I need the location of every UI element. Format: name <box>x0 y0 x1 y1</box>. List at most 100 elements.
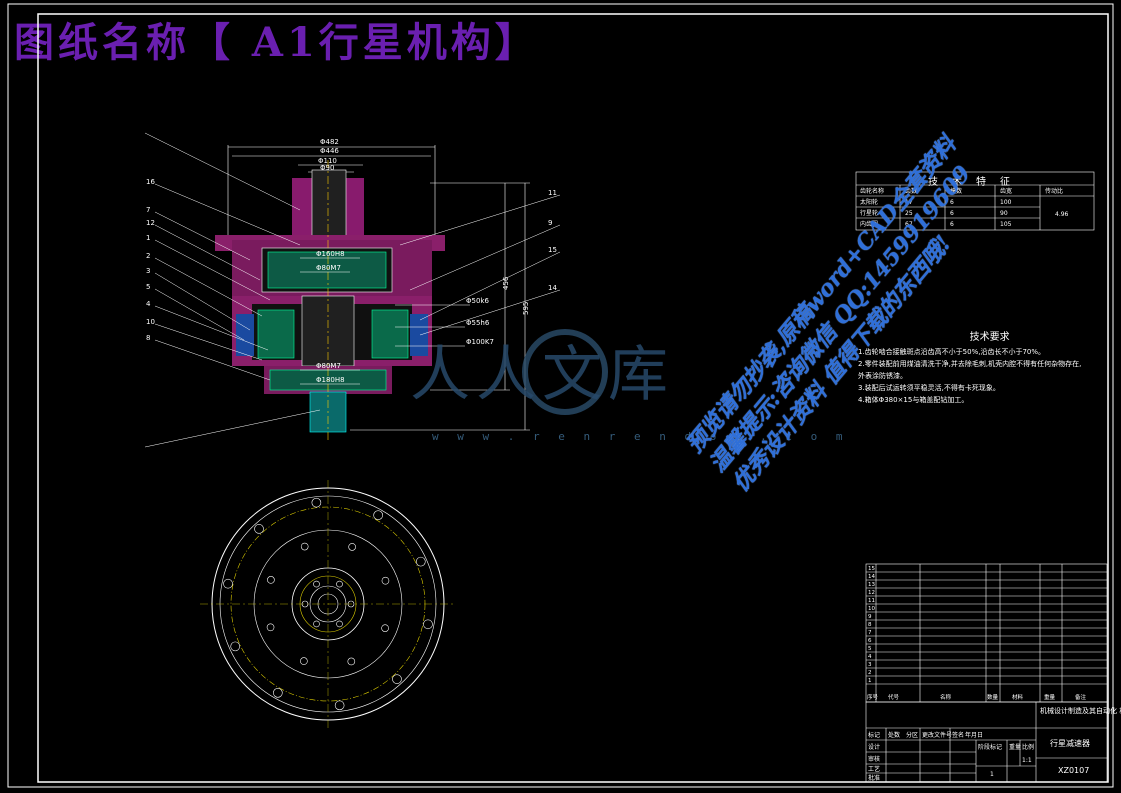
spec-cell: 67 <box>905 221 913 228</box>
callout-10: 10 <box>146 318 155 326</box>
bom-header-3: 数量 <box>987 693 999 701</box>
stage-header-0: 阶段标记 <box>978 743 1002 751</box>
bom-header-4: 材料 <box>1012 693 1024 701</box>
bolt-hole <box>336 620 343 628</box>
dim-d6: Φ80M7 <box>316 264 341 272</box>
top-view <box>200 480 456 730</box>
bom-row-number: 2 <box>868 670 872 676</box>
callout-15: 15 <box>548 246 557 254</box>
spec-cell: 25 <box>905 210 913 217</box>
scale-value: 1:1 <box>1022 757 1032 764</box>
inner-frame <box>37 13 1109 783</box>
bom-row-number: 12 <box>868 590 875 596</box>
bom-row-number: 14 <box>868 574 875 580</box>
bolt-hole <box>347 657 356 666</box>
role-3: 批准 <box>868 774 880 782</box>
dim-h1: 456 <box>502 276 510 290</box>
spec-cell-ratio: 4.96 <box>1055 211 1069 218</box>
callout-11: 11 <box>548 189 557 197</box>
bolt-hole <box>311 497 322 508</box>
tech-req-item: 3.装配后试运转须平稳灵活,不得有卡死现象。 <box>858 384 1000 392</box>
bom-row-number: 15 <box>868 566 875 572</box>
spec-cell: 6 <box>950 199 954 206</box>
spec-cell: 100 <box>1000 199 1012 206</box>
spec-cell: 内齿圈 <box>860 220 878 228</box>
bom-row-number: 5 <box>868 646 872 652</box>
bolt-hole <box>336 580 343 588</box>
watermark-url: w w w . r e n r e n d o c . c o m <box>432 430 849 443</box>
bom-header-0: 序号 <box>867 693 879 701</box>
role-2: 工艺 <box>868 765 880 773</box>
spec-table <box>855 171 1095 231</box>
dim-d11: Φ180H8 <box>316 376 345 384</box>
callout-4: 4 <box>146 300 151 308</box>
bolt-hole <box>381 576 390 585</box>
callout-12: 12 <box>146 219 155 227</box>
rev-header-5: 年月日 <box>965 731 983 739</box>
tech-req-item: 1.齿轮啮合接触斑点沿齿高不小于50%,沿齿长不小于70%。 <box>858 348 1046 356</box>
rev-header-1: 处数 <box>888 731 900 739</box>
stage-header-2: 比例 <box>1022 743 1034 751</box>
callout-3: 3 <box>146 267 150 275</box>
spec-header-2: 模数 <box>950 187 962 195</box>
spec-header-4: 传动比 <box>1045 187 1063 195</box>
dim-d1: Φ482 <box>320 138 339 146</box>
role-0: 设计 <box>868 743 880 751</box>
dim-d9: Φ100K7 <box>466 338 494 346</box>
bom-row-number: 7 <box>868 630 872 636</box>
bolt-hole <box>267 576 275 584</box>
spec-cell: 6 <box>950 210 954 217</box>
bolt-hole <box>348 543 356 551</box>
rev-header-4: 签名 <box>952 731 964 739</box>
watermark-logo: 人人文库 <box>410 329 674 415</box>
spec-cell: 105 <box>1000 221 1012 228</box>
dim-h2: 595 <box>522 302 530 315</box>
bolt-hole <box>313 620 320 628</box>
bom-row-number: 11 <box>868 598 875 604</box>
spec-cell: 太阳轮 <box>860 198 878 206</box>
callout-16: 16 <box>146 178 155 186</box>
bolt-hole <box>266 623 275 632</box>
watermark-logo-text: 人人文库 <box>410 340 674 410</box>
role-1: 审核 <box>868 755 880 763</box>
bolt-hole <box>300 542 309 551</box>
rev-header-2: 分区 <box>906 731 918 739</box>
callout-14: 14 <box>548 284 557 292</box>
front-section-view <box>144 132 561 448</box>
page-title: 图纸名称【 A1行星机构】 <box>14 19 539 66</box>
drawing-number: XZ0107 <box>1058 766 1089 775</box>
bom-row-number: 6 <box>868 638 872 644</box>
bolt-hole <box>415 556 426 567</box>
stage-header-1: 重量 <box>1009 743 1021 751</box>
bom-header-1: 代号 <box>888 693 900 701</box>
bolt-hole <box>392 674 402 684</box>
callout-9: 9 <box>548 219 552 227</box>
dim-d7: Φ50k6 <box>466 297 489 305</box>
bolt-hole <box>347 600 355 608</box>
bolt-hole <box>223 578 233 589</box>
callout-2: 2 <box>146 252 150 260</box>
spec-cell: 6 <box>950 221 954 228</box>
bolt-hole <box>373 510 383 520</box>
bolt-hole <box>230 641 241 652</box>
bolt-hole <box>423 619 433 630</box>
callout-5: 5 <box>146 283 150 291</box>
bolt-hole <box>300 657 308 665</box>
tech-req-item: 4.箱体Φ380×15与箱盖配钻加工。 <box>858 396 969 404</box>
bom-row-number: 3 <box>868 662 872 668</box>
dim-d8: Φ55h6 <box>466 319 490 327</box>
bom-row-number: 4 <box>868 654 872 660</box>
bolt-hole <box>273 688 283 698</box>
spec-cell: 90 <box>1000 210 1008 217</box>
rev-header-0: 标记 <box>868 731 880 739</box>
bolt-hole <box>334 700 345 711</box>
bom-header-6: 备注 <box>1075 693 1087 701</box>
company-text: 机械设计制造及其自动化 机械0X-X班 <box>1040 706 1121 715</box>
callout-8: 8 <box>146 334 150 342</box>
tech-req-heading: 技术要求 <box>969 332 1010 343</box>
sheet-value: 1 <box>990 771 994 778</box>
bom-header-5: 重量 <box>1044 693 1056 701</box>
bom-row-number: 9 <box>868 614 872 620</box>
title-block <box>865 701 1108 783</box>
